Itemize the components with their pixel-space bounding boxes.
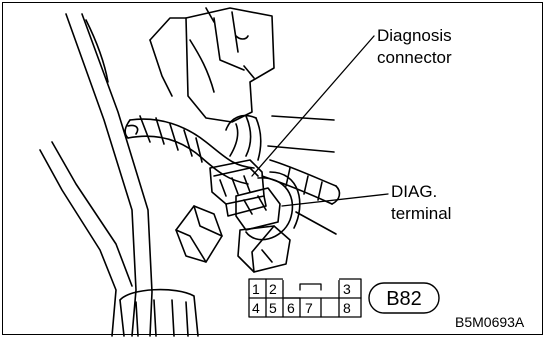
pin-3-label: 3 xyxy=(343,281,351,297)
pin-5-label: 5 xyxy=(269,300,277,316)
callout-line-1: DIAG. xyxy=(391,182,438,201)
callout-line-2: connector xyxy=(377,48,452,67)
pin-2-label: 2 xyxy=(269,281,277,297)
pin-7-label: 7 xyxy=(305,300,313,316)
wiring-harness xyxy=(124,114,341,205)
leader-diagnosis-connector xyxy=(251,35,375,177)
pin-6-label: 6 xyxy=(287,300,295,316)
callout-line-2: terminal xyxy=(391,204,452,223)
leader-lines xyxy=(251,35,389,207)
connector-pinout: 1 2 3 4 5 6 7 8 xyxy=(248,277,362,318)
callout-line-1: Diagnosis xyxy=(377,26,452,45)
diag-terminal-callout: DIAG. terminal xyxy=(391,181,451,225)
pin-4-label: 4 xyxy=(252,300,260,316)
leader-diag-terminal xyxy=(281,193,389,207)
diag-terminal xyxy=(235,171,301,241)
connector-id-label: B82 xyxy=(386,288,422,310)
connector-id-badge: B82 xyxy=(368,282,440,314)
diagnosis-connector xyxy=(209,159,267,217)
mechanism-block xyxy=(149,7,275,123)
diagnosis-connector-callout: Diagnosis connector xyxy=(377,25,452,69)
pedal-pad xyxy=(119,288,199,337)
figure-border xyxy=(2,2,543,335)
pin-8-label: 8 xyxy=(343,300,351,316)
figure-code: B5M0693A xyxy=(455,314,525,330)
lower-brackets xyxy=(175,205,291,273)
pedal-arm xyxy=(39,13,153,337)
pin-1-label: 1 xyxy=(252,281,260,297)
